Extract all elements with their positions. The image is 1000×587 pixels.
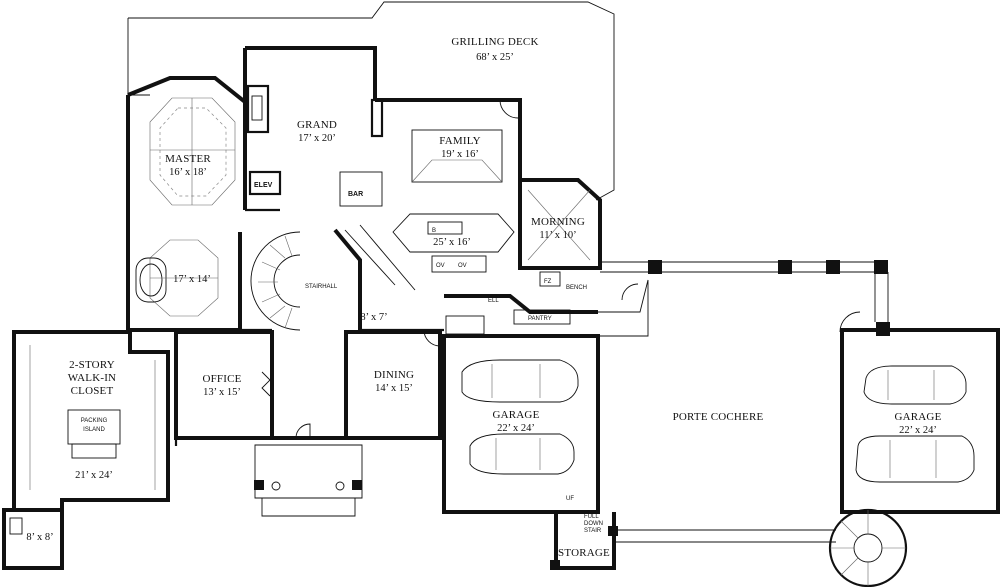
master-bedroom bbox=[126, 76, 247, 210]
fz-label: FZ bbox=[544, 279, 552, 285]
garage-left bbox=[442, 334, 600, 514]
packing-island-label-2: ISLAND bbox=[83, 427, 105, 433]
grand-dim: 17’ x 20’ bbox=[298, 133, 336, 144]
kitchen-island bbox=[339, 171, 515, 291]
master-bath bbox=[126, 210, 242, 332]
morning-room bbox=[518, 178, 602, 270]
powder-dim: 8’ x 7’ bbox=[360, 312, 387, 323]
pantry-area bbox=[444, 271, 649, 337]
uf-label: UF bbox=[566, 496, 574, 502]
dining-label: DINING bbox=[374, 369, 414, 381]
car-left-bottom bbox=[469, 433, 575, 475]
grilling-deck-label: GRILLING DECK bbox=[451, 36, 538, 48]
car-right-bottom bbox=[855, 435, 975, 483]
car-left-top bbox=[461, 359, 579, 403]
small-room bbox=[2, 508, 64, 570]
stair-tower bbox=[828, 508, 908, 587]
spiral-stair bbox=[250, 228, 362, 331]
office-label: OFFICE bbox=[202, 373, 241, 385]
storage-label: STORAGE bbox=[558, 547, 610, 559]
family-room bbox=[370, 98, 522, 183]
office-dim: 13’ x 15’ bbox=[203, 387, 241, 398]
grilling-deck-dim: 68’ x 25’ bbox=[476, 52, 514, 63]
family-dim: 19’ x 16’ bbox=[441, 149, 479, 160]
packing-island-label-1: PACKING bbox=[81, 418, 108, 424]
storage-room bbox=[550, 512, 618, 570]
bench-label: BENCH bbox=[566, 285, 587, 291]
kitchen-dim: 25’ x 16’ bbox=[433, 237, 471, 248]
office-room bbox=[174, 330, 274, 440]
master-dim: 16’ x 18’ bbox=[169, 167, 207, 178]
entry-porch bbox=[254, 423, 363, 517]
stairhall-label: STAIRHALL bbox=[305, 284, 338, 290]
master-label: MASTER bbox=[165, 153, 211, 165]
garage-right bbox=[840, 328, 1000, 514]
garage-left-label: GARAGE bbox=[492, 409, 539, 421]
car-right-top bbox=[863, 365, 967, 405]
garage-right-label: GARAGE bbox=[894, 411, 941, 423]
family-label: FAMILY bbox=[439, 135, 480, 147]
morning-label: MORNING bbox=[531, 216, 585, 228]
closet-label-2: WALK-IN bbox=[68, 372, 116, 384]
small-room-dim: 8’ x 8’ bbox=[26, 532, 53, 543]
elev-label: ELEV bbox=[254, 182, 273, 189]
full-down-stair-label-1: FULL bbox=[584, 514, 599, 520]
porte-cochere-label: PORTE COCHERE bbox=[673, 411, 764, 423]
closet-dim: 21’ x 24’ bbox=[75, 470, 113, 481]
oven-label-2: OV bbox=[458, 263, 467, 269]
closet-label-3: CLOSET bbox=[71, 385, 114, 397]
master-bath-dim: 17’ x 14’ bbox=[173, 274, 211, 285]
grand-room bbox=[243, 46, 377, 210]
porte-cochere bbox=[600, 260, 890, 543]
ell-label: ELL bbox=[488, 298, 499, 304]
dining-dim: 14’ x 15’ bbox=[375, 383, 413, 394]
interior-walls bbox=[128, 208, 444, 446]
closet-label-1: 2-STORY bbox=[69, 359, 115, 371]
garage-left-dim: 22’ x 24’ bbox=[497, 423, 535, 434]
b-label: B bbox=[432, 228, 436, 234]
full-down-stair-label-2: DOWN bbox=[584, 521, 603, 527]
oven-label-1: OV bbox=[436, 263, 445, 269]
bar-label: BAR bbox=[348, 191, 363, 198]
morning-dim: 11’ x 10’ bbox=[539, 230, 576, 241]
garage-right-dim: 22’ x 24’ bbox=[899, 425, 937, 436]
full-down-stair-label-3: STAIR bbox=[584, 528, 602, 534]
pantry-label: PANTRY bbox=[528, 316, 552, 322]
grand-label: GRAND bbox=[297, 119, 337, 131]
